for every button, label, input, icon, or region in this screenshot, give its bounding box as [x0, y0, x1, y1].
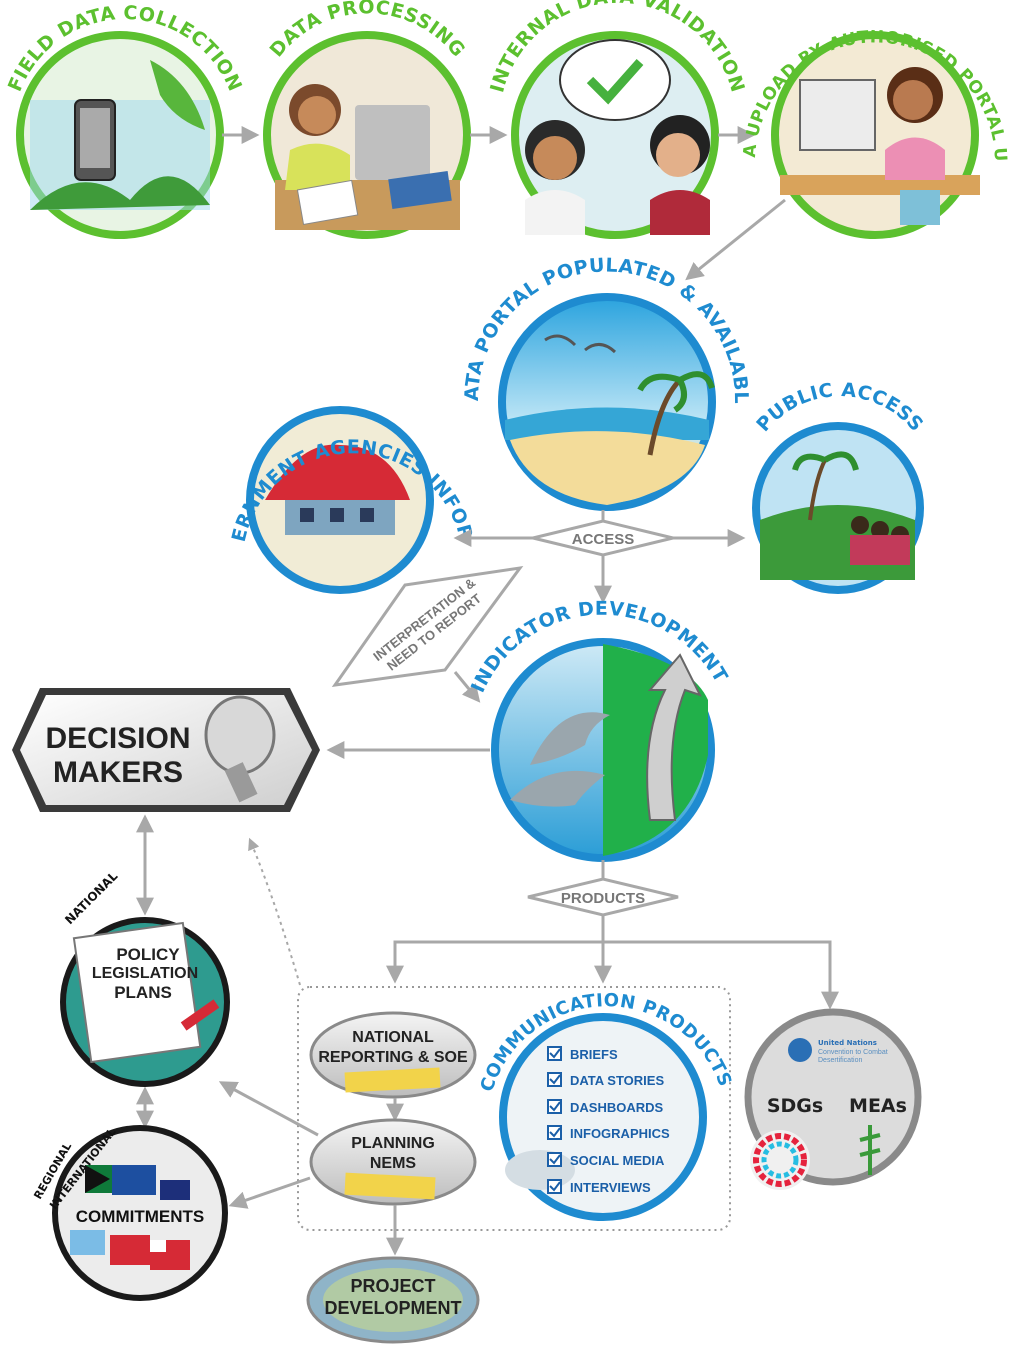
national-reporting-line1: NATIONAL	[352, 1029, 434, 1046]
data-upload-circle	[771, 31, 980, 239]
un-line3: Desertification	[818, 1057, 862, 1064]
arrow-planning-to-national	[218, 1081, 319, 1137]
check-icon	[549, 1048, 561, 1059]
indicator-development-circle	[491, 638, 715, 862]
sdgs-label: SDGs	[767, 1095, 823, 1117]
svg-text:DASHBOARDS: DASHBOARDS	[570, 1100, 664, 1115]
national-reporting-oval: NATIONAL REPORTING & SOE	[309, 1011, 477, 1099]
communication-list: BRIEFS DATA STORIES DASHBOARDS INFOGRAPH…	[547, 1046, 670, 1195]
check-icon	[549, 1154, 561, 1165]
arrow-planning-to-regional	[228, 1176, 311, 1209]
communication-item-interviews: INTERVIEWS	[547, 1179, 651, 1195]
data-portal-circle	[498, 293, 716, 511]
products-dotted-box	[297, 986, 731, 1231]
arrow-interpretation-to-indicator	[453, 671, 481, 703]
communication-item-data-stories: DATA STORIES	[547, 1072, 664, 1088]
project-line2: DEVELOPMENT	[324, 1298, 461, 1318]
communication-item-social-media: SOCIAL MEDIA	[547, 1152, 665, 1168]
check-icon	[549, 1181, 561, 1192]
check-icon	[549, 1101, 561, 1112]
communication-item-infographics: INFOGRAPHICS	[547, 1125, 670, 1141]
access-diamond: ACCESS	[532, 519, 674, 557]
communication-item-dashboards: DASHBOARDS	[547, 1099, 664, 1115]
un-logo-icon	[788, 1038, 812, 1062]
un-line2: Convention to Combat	[818, 1049, 888, 1056]
national-reporting-line2: REPORTING & SOE	[318, 1049, 468, 1066]
planning-line2: NEMS	[370, 1155, 417, 1172]
regional-commitments-circle: COMMITMENTS	[52, 1125, 228, 1301]
communication-item-briefs: BRIEFS	[547, 1046, 618, 1062]
government-agencies-circle	[246, 406, 434, 594]
access-label: ACCESS	[572, 531, 635, 548]
svg-text:INFOGRAPHICS: INFOGRAPHICS	[570, 1126, 670, 1141]
un-line1: United Nations	[818, 1039, 877, 1047]
national-policy-circle: POLICY LEGISLATION PLANS	[60, 917, 230, 1087]
project-line1: PROJECT	[350, 1276, 435, 1296]
svg-text:INTERVIEWS: INTERVIEWS	[570, 1180, 651, 1195]
planning-line1: PLANNING	[351, 1135, 435, 1152]
decision-makers-line1: DECISION	[45, 722, 190, 755]
field-data-collection-circle	[16, 31, 224, 239]
check-icon	[549, 1074, 561, 1085]
national-line2: LEGISLATION	[92, 965, 198, 982]
meas-label: MEAs	[849, 1095, 907, 1117]
svg-text:BRIEFS: BRIEFS	[570, 1047, 618, 1062]
planning-oval: PLANNING NEMS	[309, 1118, 477, 1206]
arrow-upload-to-portal	[685, 198, 786, 281]
data-processing-circle	[263, 31, 471, 239]
project-development-oval: PROJECT DEVELOPMENT	[306, 1256, 480, 1344]
public-access-circle	[752, 422, 924, 594]
commitments-label: COMMITMENTS	[76, 1207, 204, 1226]
dotted-arrow-products-to-decision-makers	[248, 837, 301, 986]
svg-text:SOCIAL MEDIA: SOCIAL MEDIA	[570, 1153, 665, 1168]
products-diamond: PRODUCTS	[527, 877, 679, 917]
decision-makers-hexagon: DECISION MAKERS	[12, 688, 320, 812]
internal-data-validation-circle	[511, 31, 719, 239]
national-line1: POLICY	[116, 945, 180, 964]
sdgs-meas-circle: United Nations Convention to Combat Dese…	[744, 1008, 922, 1190]
national-tag: NATIONAL	[62, 869, 120, 927]
decision-makers-line2: MAKERS	[53, 756, 183, 789]
products-label: PRODUCTS	[561, 890, 645, 907]
check-icon	[549, 1127, 561, 1138]
national-line3: PLANS	[114, 983, 172, 1002]
svg-text:DATA STORIES: DATA STORIES	[570, 1073, 664, 1088]
